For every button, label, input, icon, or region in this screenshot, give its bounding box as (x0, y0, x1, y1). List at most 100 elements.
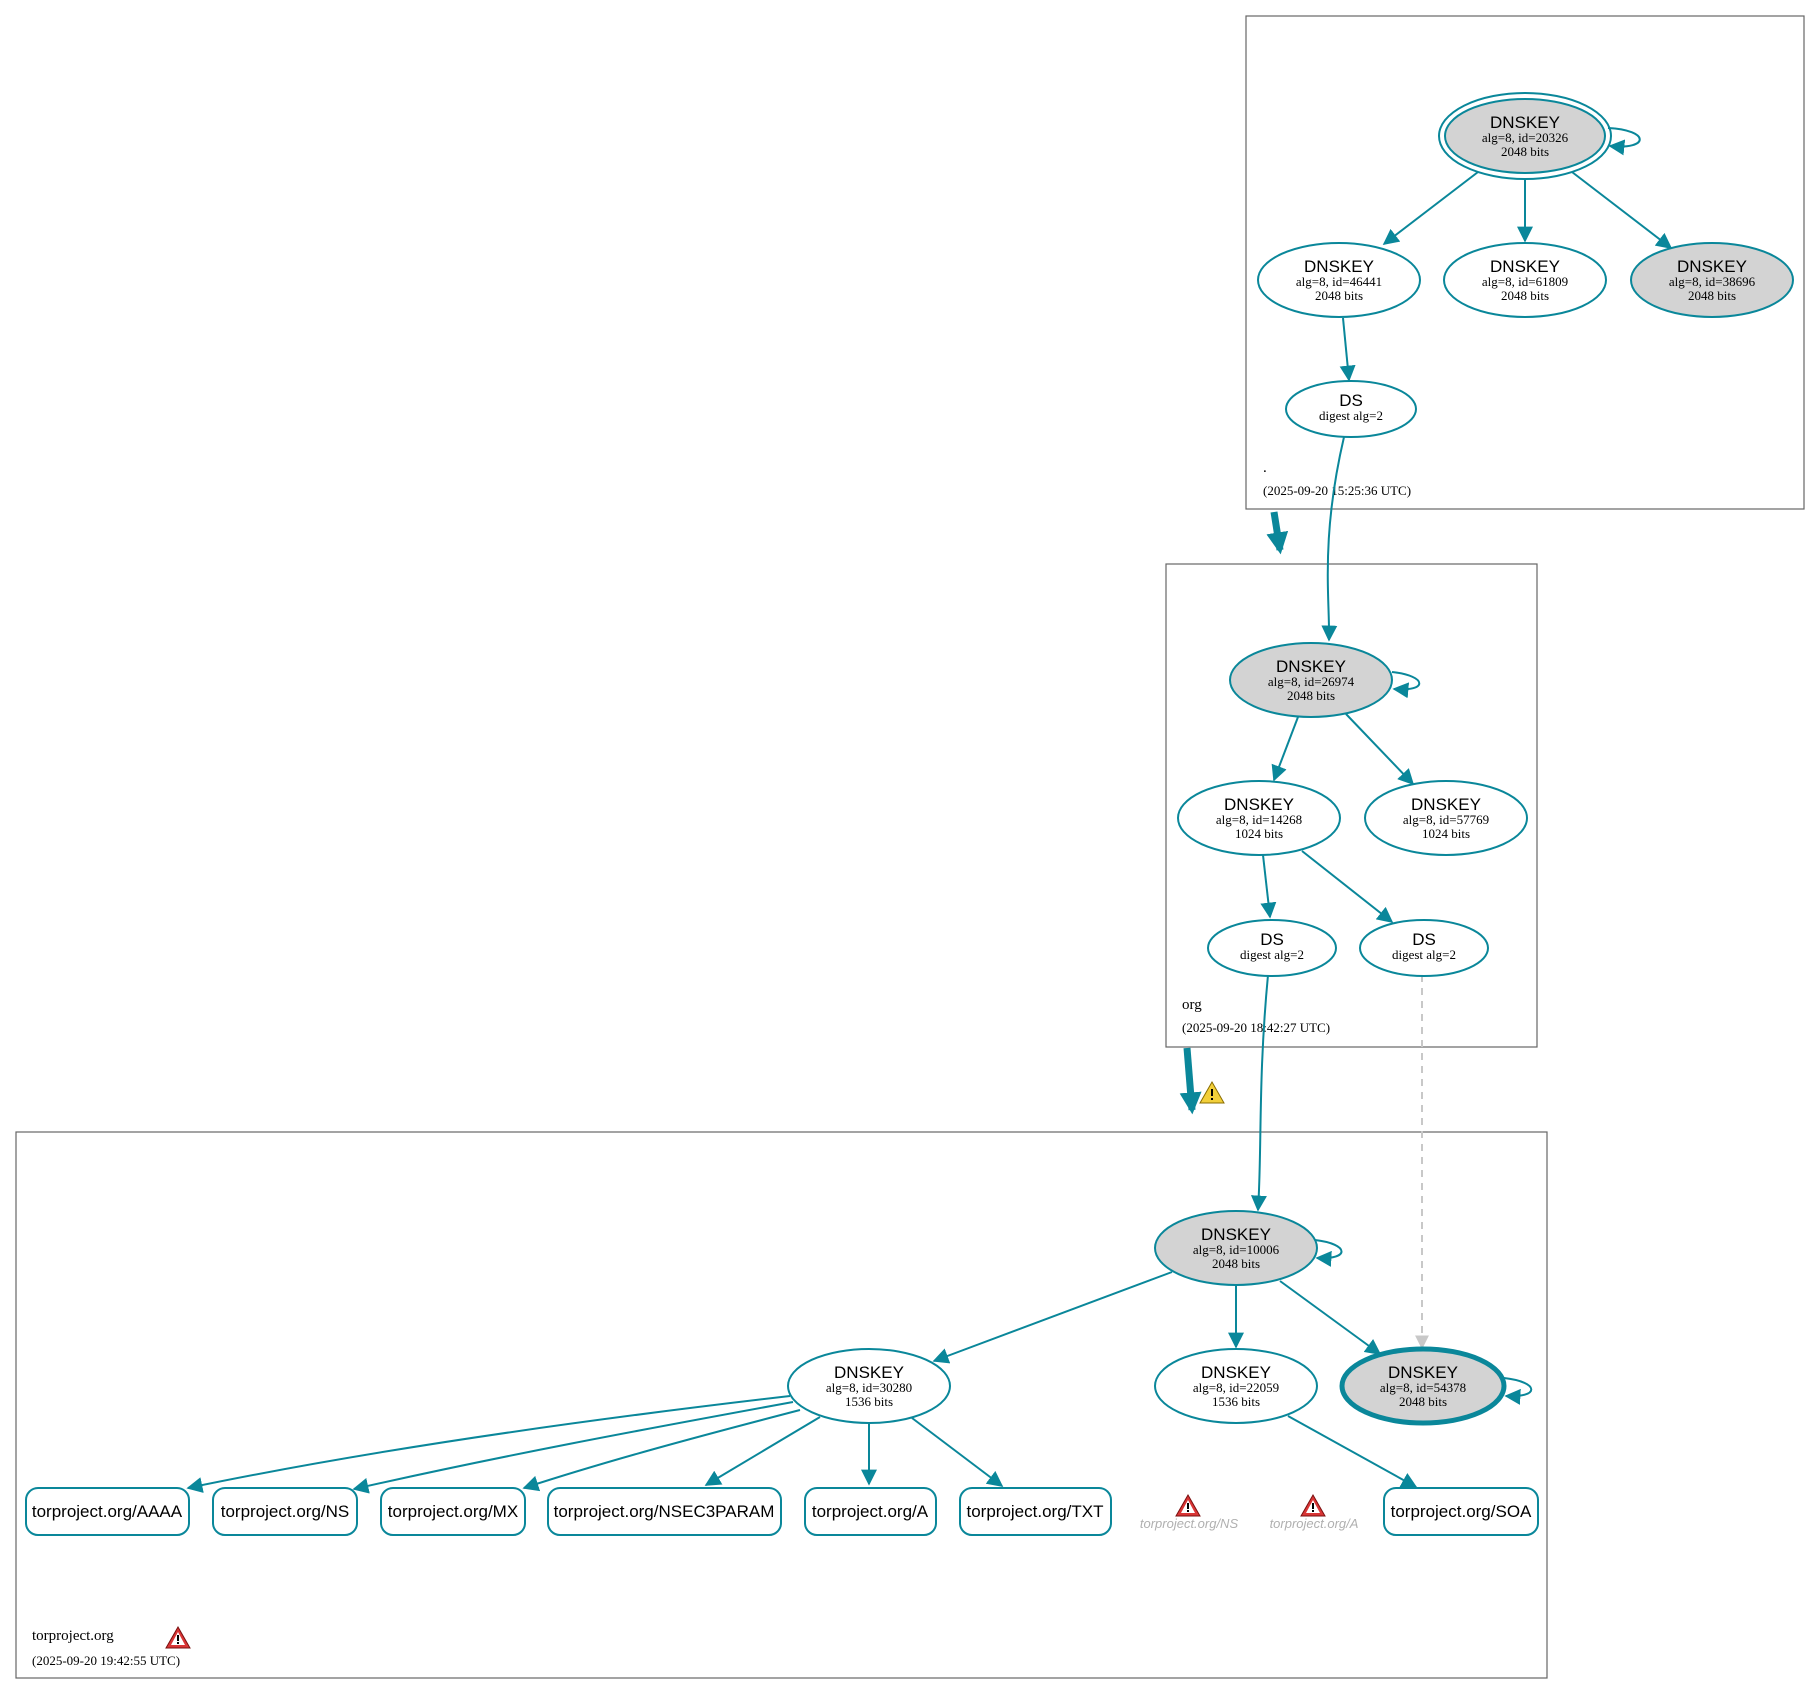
missing-rrset-a[interactable]: torproject.org/A (1270, 1493, 1359, 1531)
self-loop-tp-ksk (1314, 1239, 1343, 1267)
node-org-ksk[interactable]: DNSKEY alg=8, id=26974 2048 bits (1229, 642, 1393, 718)
node-org-zsk2-type: DNSKEY (1411, 795, 1481, 814)
node-root-ds-type: DS (1339, 391, 1363, 410)
node-tp-zsk2-detail: alg=8, id=22059 (1193, 1380, 1279, 1395)
node-root-ksk-size: 2048 bits (1501, 144, 1549, 159)
edge-tp-zsk1-to-nsec3param (704, 1416, 821, 1486)
node-org-zsk2-detail: alg=8, id=57769 (1403, 812, 1489, 827)
node-org-ds1-type: DS (1260, 930, 1284, 949)
rrset-ns[interactable]: torproject.org/NS (212, 1487, 358, 1536)
zone-torproject-name: torproject.org (32, 1628, 114, 1644)
node-root-ksk2[interactable]: DNSKEY alg=8, id=38696 2048 bits (1630, 242, 1794, 318)
self-loop-root-ksk (1607, 127, 1641, 156)
node-tp-zsk1-detail: alg=8, id=30280 (826, 1380, 912, 1395)
node-root-zsk2-type: DNSKEY (1490, 257, 1560, 276)
zone-error-icon[interactable] (165, 1625, 191, 1649)
rrset-a-label: torproject.org/A (812, 1502, 929, 1521)
zone-root-name: . (1263, 460, 1267, 476)
node-tp-zsk2-size: 1536 bits (1212, 1394, 1260, 1409)
error-icon (1175, 1493, 1201, 1517)
node-root-ds-detail: digest alg=2 (1319, 408, 1383, 423)
node-tp-ksk2-size: 2048 bits (1399, 1394, 1447, 1409)
zone-root-timestamp: (2025-09-20 15:25:36 UTC) (1263, 483, 1411, 498)
edge-org-ds1-to-tp-ksk (1250, 974, 1269, 1212)
edge-org-ksk-to-zsk1 (1271, 716, 1299, 782)
delegation-root-to-org (1266, 511, 1289, 555)
node-org-ds2-type: DS (1412, 930, 1436, 949)
rrset-a[interactable]: torproject.org/A (804, 1487, 937, 1536)
node-org-ds2[interactable]: DS digest alg=2 (1359, 919, 1489, 977)
rrset-mx[interactable]: torproject.org/MX (380, 1487, 526, 1536)
node-org-ksk-size: 2048 bits (1287, 688, 1335, 703)
edge-tp-zsk1-to-txt (911, 1417, 1004, 1487)
edge-tp-zsk1-to-aaaa (186, 1395, 791, 1493)
edge-root-zsk1-to-ds (1339, 317, 1356, 382)
rrset-txt[interactable]: torproject.org/TXT (959, 1487, 1112, 1536)
rrset-nsec3param-label: torproject.org/NSEC3PARAM (554, 1502, 775, 1521)
node-tp-zsk1-size: 1536 bits (845, 1394, 893, 1409)
node-org-zsk1-size: 1024 bits (1235, 826, 1283, 841)
node-root-ksk[interactable]: DNSKEY alg=8, id=20326 2048 bits (1438, 92, 1612, 180)
node-root-zsk1-detail: alg=8, id=46441 (1296, 274, 1382, 289)
node-tp-ksk2[interactable]: DNSKEY alg=8, id=54378 2048 bits (1339, 1346, 1507, 1426)
zone-torproject-timestamp: (2025-09-20 19:42:55 UTC) (32, 1653, 180, 1668)
self-loop-tp-ksk2 (1503, 1377, 1533, 1405)
missing-rrset-ns-label: torproject.org/NS (1140, 1516, 1239, 1531)
edge-org-ksk-to-zsk2 (1345, 713, 1415, 786)
node-root-ksk-detail: alg=8, id=20326 (1482, 130, 1569, 145)
node-root-zsk1-size: 2048 bits (1315, 288, 1363, 303)
edge-org-zsk1-to-ds1 (1260, 854, 1277, 919)
node-org-ds2-detail: digest alg=2 (1392, 947, 1456, 962)
node-root-zsk2-size: 2048 bits (1501, 288, 1549, 303)
rrset-soa-label: torproject.org/SOA (1391, 1502, 1532, 1521)
edge-tp-zsk2-to-soa (1287, 1415, 1418, 1488)
edge-root-ksk-to-ksk2 (1571, 171, 1673, 249)
node-org-ds1[interactable]: DS digest alg=2 (1207, 919, 1337, 977)
node-org-zsk2-size: 1024 bits (1422, 826, 1470, 841)
edge-tp-ksk-to-ksk2 (1279, 1280, 1382, 1355)
node-root-zsk2[interactable]: DNSKEY alg=8, id=61809 2048 bits (1443, 242, 1607, 318)
rrset-aaaa[interactable]: torproject.org/AAAA (25, 1487, 190, 1536)
rrset-mx-label: torproject.org/MX (388, 1502, 518, 1521)
edge-root-ksk-to-zsk1 (1382, 171, 1479, 245)
rrset-ns-label: torproject.org/NS (221, 1502, 350, 1521)
node-tp-ksk-size: 2048 bits (1212, 1256, 1260, 1271)
edge-tp-ksk-to-zsk1 (932, 1271, 1173, 1364)
node-org-zsk1-type: DNSKEY (1224, 795, 1294, 814)
warning-icon[interactable] (1199, 1080, 1225, 1104)
edge-org-zsk1-to-ds2 (1301, 850, 1394, 923)
node-org-ksk-detail: alg=8, id=26974 (1268, 674, 1355, 689)
node-tp-ksk-detail: alg=8, id=10006 (1193, 1242, 1280, 1257)
node-root-ds[interactable]: DS digest alg=2 (1285, 380, 1417, 438)
node-root-zsk2-detail: alg=8, id=61809 (1482, 274, 1568, 289)
node-tp-zsk2[interactable]: DNSKEY alg=8, id=22059 1536 bits (1154, 1348, 1318, 1424)
rrset-nsec3param[interactable]: torproject.org/NSEC3PARAM (547, 1487, 782, 1536)
zone-org-timestamp: (2025-09-20 18:42:27 UTC) (1182, 1020, 1330, 1035)
edge-tp-zsk1-to-mx (522, 1409, 801, 1492)
node-root-zsk1-type: DNSKEY (1304, 257, 1374, 276)
node-tp-zsk1[interactable]: DNSKEY alg=8, id=30280 1536 bits (787, 1348, 951, 1424)
rrset-soa[interactable]: torproject.org/SOA (1383, 1487, 1539, 1536)
error-icon (1300, 1493, 1326, 1517)
node-root-zsk1[interactable]: DNSKEY alg=8, id=46441 2048 bits (1257, 242, 1421, 318)
node-tp-ksk-type: DNSKEY (1201, 1225, 1271, 1244)
edge-root-ds-to-org-ksk (1321, 436, 1345, 642)
node-tp-zsk2-type: DNSKEY (1201, 1363, 1271, 1382)
missing-rrset-ns[interactable]: torproject.org/NS (1140, 1493, 1239, 1531)
zone-org-name: org (1182, 997, 1202, 1013)
node-root-ksk-type: DNSKEY (1490, 113, 1560, 132)
delegation-org-to-torproject (1179, 1047, 1202, 1115)
node-root-ksk2-type: DNSKEY (1677, 257, 1747, 276)
node-org-zsk1-detail: alg=8, id=14268 (1216, 812, 1302, 827)
node-root-ksk2-detail: alg=8, id=38696 (1669, 274, 1756, 289)
node-root-ksk2-size: 2048 bits (1688, 288, 1736, 303)
missing-rrset-a-label: torproject.org/A (1270, 1516, 1359, 1531)
node-tp-ksk2-type: DNSKEY (1388, 1363, 1458, 1382)
node-org-zsk2[interactable]: DNSKEY alg=8, id=57769 1024 bits (1364, 780, 1528, 856)
self-loop-org-ksk (1391, 671, 1421, 699)
node-tp-ksk[interactable]: DNSKEY alg=8, id=10006 2048 bits (1154, 1210, 1318, 1286)
rrset-aaaa-label: torproject.org/AAAA (32, 1502, 183, 1521)
edge-tp-zsk1-to-ns (352, 1401, 794, 1494)
node-org-zsk1[interactable]: DNSKEY alg=8, id=14268 1024 bits (1177, 780, 1341, 856)
